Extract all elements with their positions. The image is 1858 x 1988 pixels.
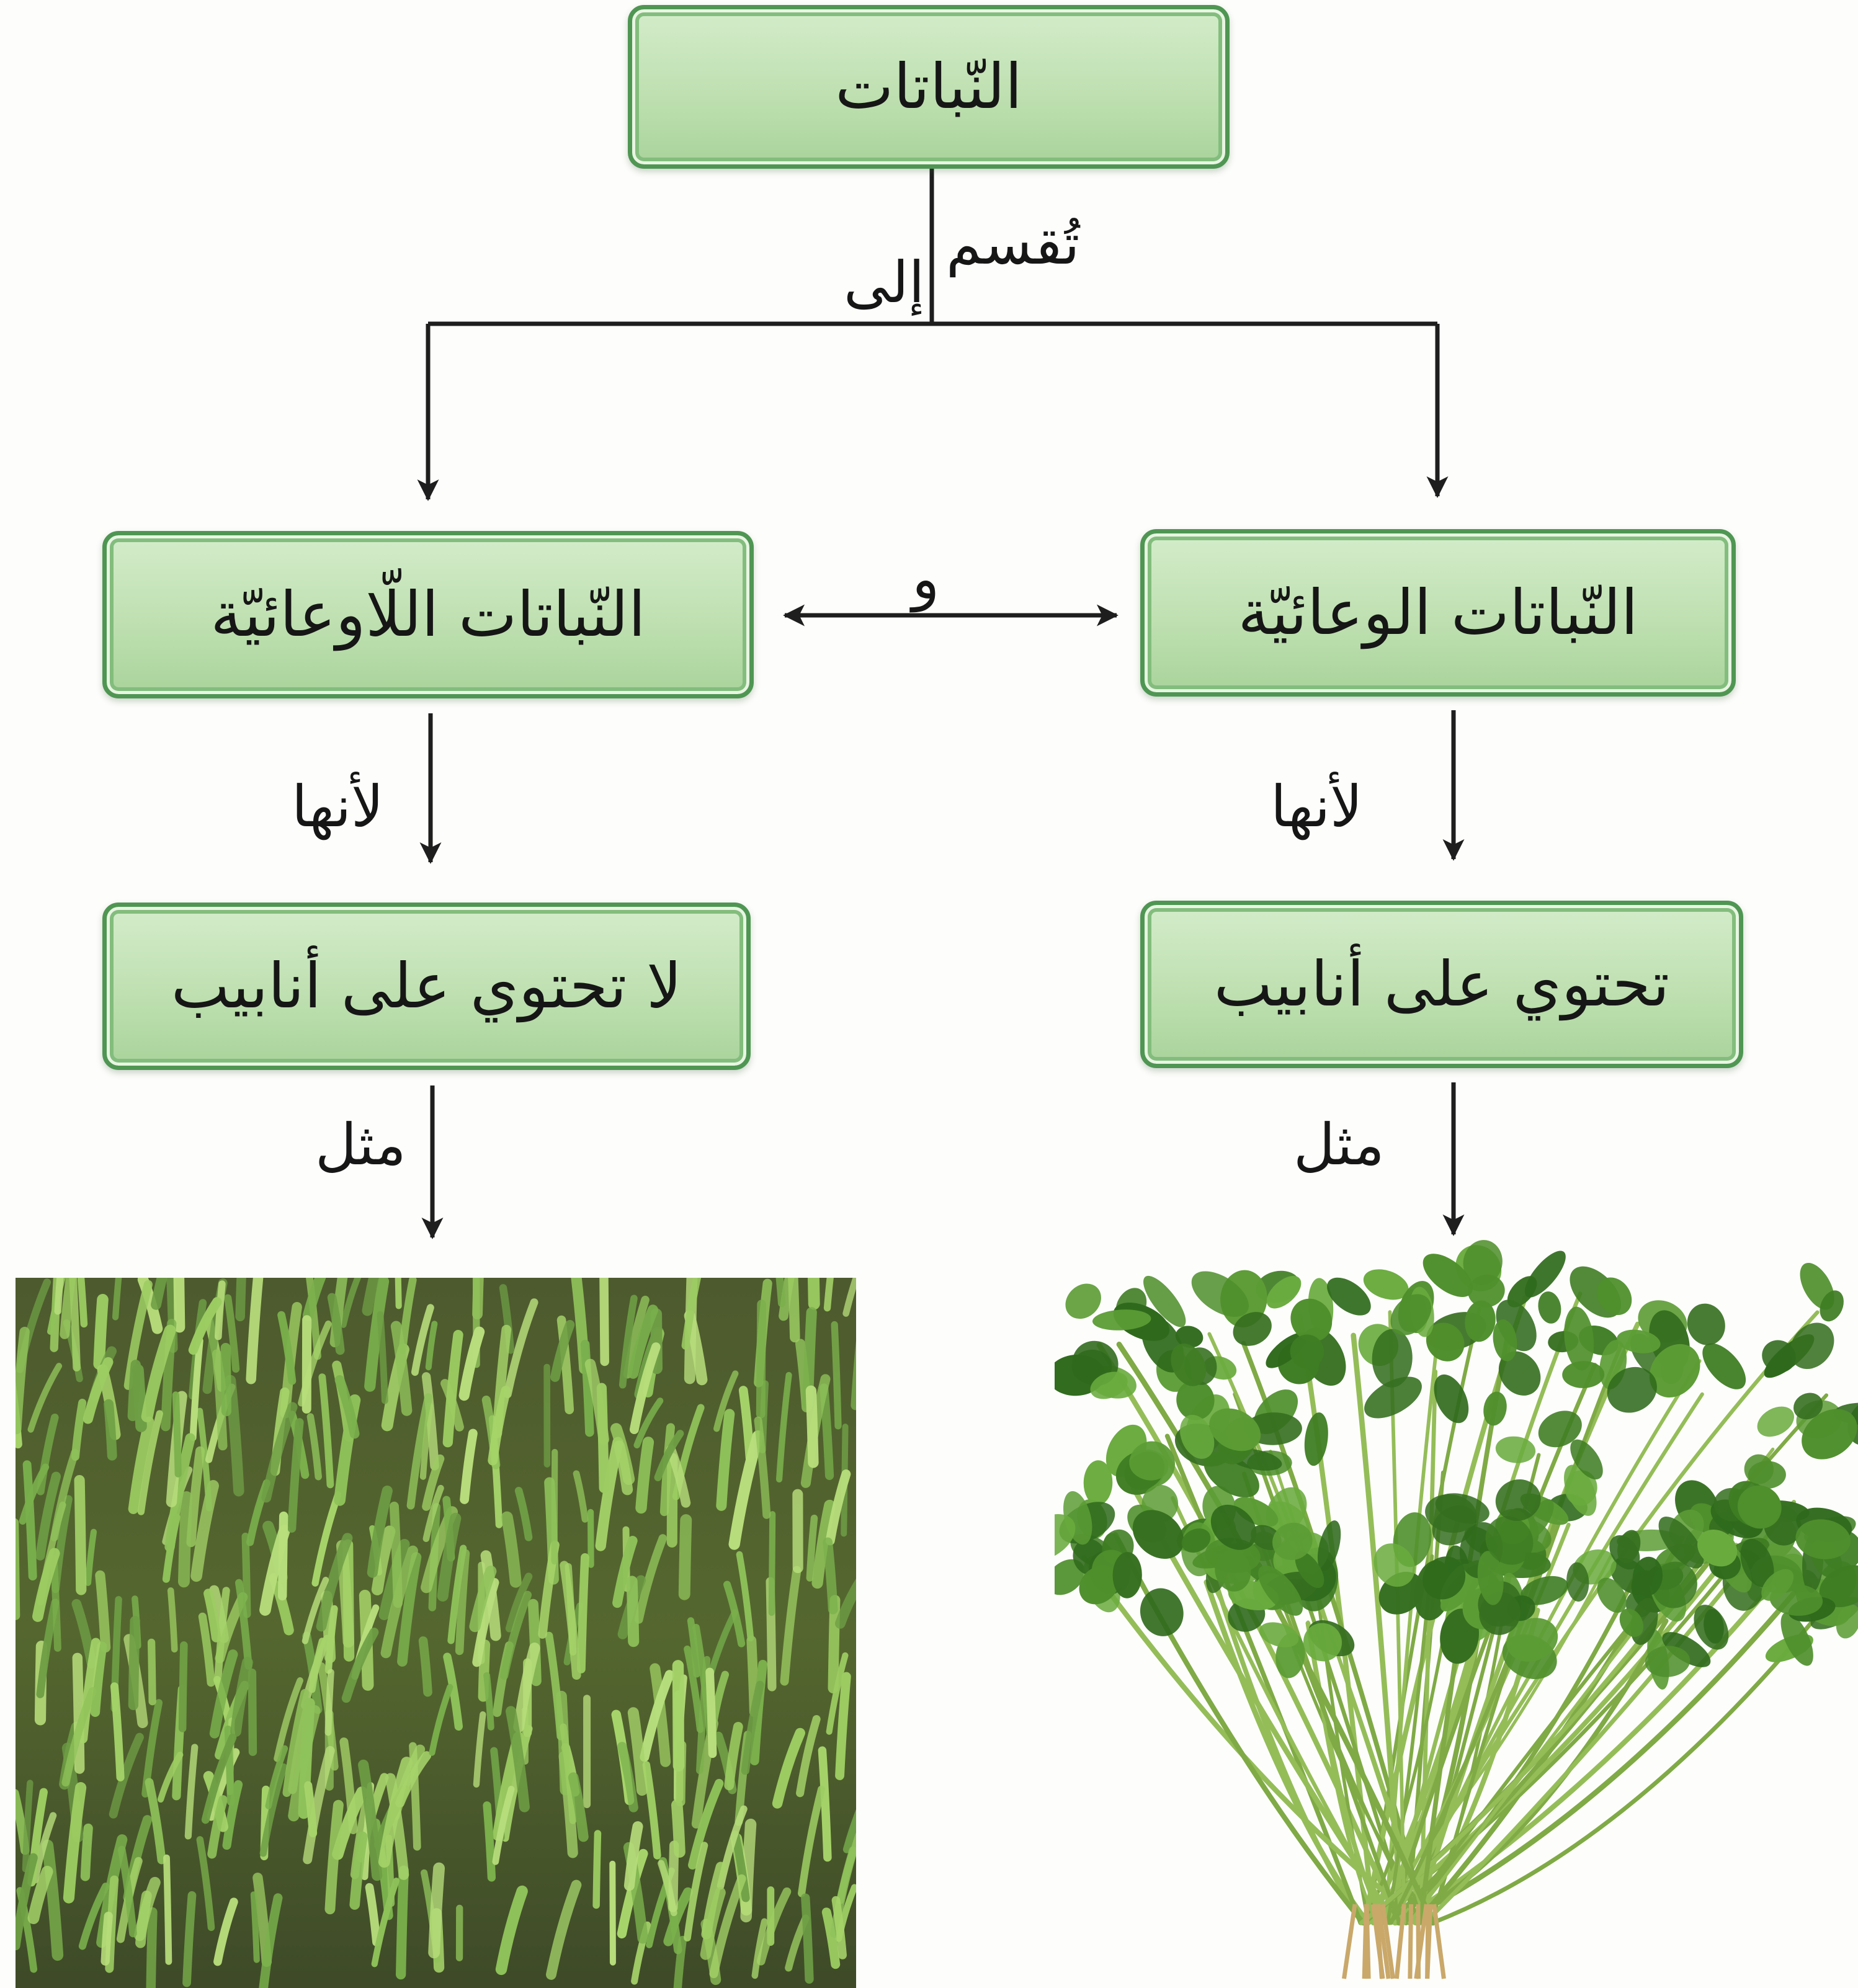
right-reason-label: لأنها	[1271, 778, 1363, 836]
nonvascular-property-label: لا تحتوي على أنابيب	[171, 955, 682, 1017]
vascular-box: النّباتات الوعائيّة	[1140, 529, 1736, 697]
nonvascular-property-box: لا تحتوي على أنابيب	[102, 903, 751, 1070]
vascular-property-box: تحتوي على أنابيب	[1140, 901, 1743, 1068]
vascular-property-label: تحتوي على أنابيب	[1214, 953, 1669, 1015]
root-box: النّباتات	[628, 5, 1230, 169]
right-example-label: مثل	[1293, 1117, 1385, 1174]
nonvascular-label: النّباتات اللّاوعائيّة	[210, 584, 645, 646]
left-example-label: مثل	[315, 1117, 406, 1174]
vascular-label: النّباتات الوعائيّة	[1238, 582, 1638, 644]
left-reason-label: لأنها	[292, 778, 384, 836]
root-label: النّباتات	[835, 56, 1022, 118]
split-label-divided: تُقسم	[946, 216, 1079, 273]
moss-photo	[16, 1278, 856, 1988]
parsley-photo	[1055, 1210, 1858, 1988]
nonvascular-box: النّباتات اللّاوعائيّة	[102, 531, 754, 698]
split-label-into: إلى	[844, 254, 924, 311]
link-label: و	[912, 551, 939, 608]
